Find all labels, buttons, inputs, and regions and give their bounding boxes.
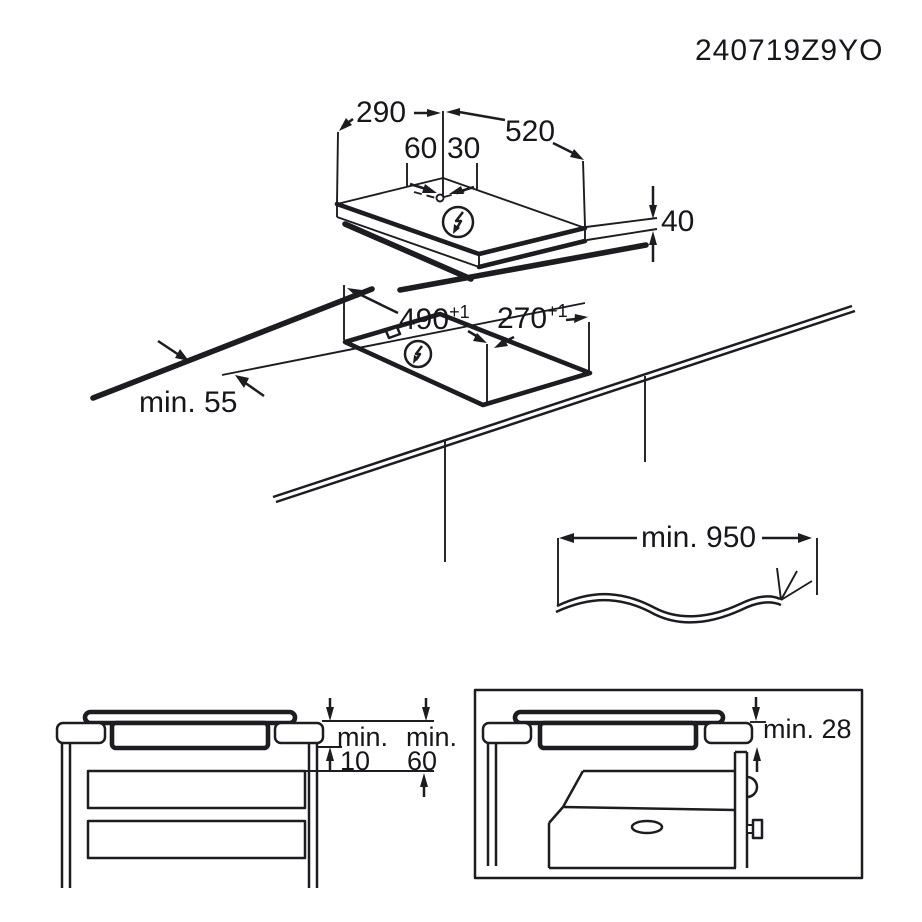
dim-min-10-60 — [305, 698, 434, 797]
dim-40-label: 40 — [661, 205, 695, 238]
dim-30-label: 30 — [447, 132, 481, 165]
dim-490-tolerance: +1 — [449, 302, 470, 322]
dim-270-value: 270 — [497, 302, 548, 335]
dim-270-tolerance: +1 — [547, 301, 568, 321]
dim-min-950-label: min. 950 — [641, 521, 757, 554]
dim-520 — [446, 108, 586, 227]
side-view-drawer-clearance — [55, 698, 434, 888]
dim-40 — [585, 186, 658, 262]
drawer-lower — [86, 819, 307, 860]
drawing-code: 240719Z9YO — [695, 34, 884, 67]
worktop-right — [703, 721, 754, 745]
dim-min-60-prefix: min. — [406, 722, 458, 752]
electric-connection-icon — [403, 339, 433, 369]
knob — [751, 818, 764, 840]
dim-60-30 — [406, 163, 478, 194]
dim-min-55-label: min. 55 — [139, 386, 238, 419]
worktop-cutout-view — [90, 242, 856, 562]
dim-290 — [336, 109, 441, 203]
dim-520-label: 520 — [505, 115, 556, 148]
oven — [547, 750, 764, 870]
dim-490-label: 490+1 — [399, 303, 470, 335]
dim-290-label: 290 — [356, 96, 407, 129]
dim-270 — [494, 314, 590, 371]
worktop-left — [55, 721, 107, 745]
oven-handle — [630, 819, 664, 835]
dim-min-28 — [750, 697, 766, 772]
mains-cable-view — [555, 533, 818, 624]
power-cable-icon — [555, 567, 813, 624]
electric-connection-icon — [441, 205, 475, 239]
hob-body — [109, 720, 271, 751]
dim-min-60-value: 60 — [407, 746, 438, 776]
worktop-right — [273, 721, 325, 745]
dim-490 — [343, 285, 488, 402]
fixing-bracket-mark — [384, 325, 402, 340]
dim-min-10-value: 10 — [340, 746, 371, 776]
dim-490-value: 490 — [399, 303, 450, 336]
dim-min-10-prefix: min. — [337, 722, 389, 752]
side-view-oven-clearance — [473, 688, 864, 880]
dim-270-label: 270+1 — [497, 302, 568, 334]
hob-body — [537, 720, 699, 751]
worktop-left — [481, 721, 533, 745]
dim-min-55 — [157, 339, 265, 398]
dim-60-label: 60 — [404, 132, 438, 165]
dim-min-28-label: min. 28 — [763, 714, 852, 744]
frame — [473, 688, 864, 880]
hob-isometric-view — [334, 108, 658, 282]
door-hinge-bump — [746, 775, 759, 799]
drawer-upper — [86, 769, 307, 810]
